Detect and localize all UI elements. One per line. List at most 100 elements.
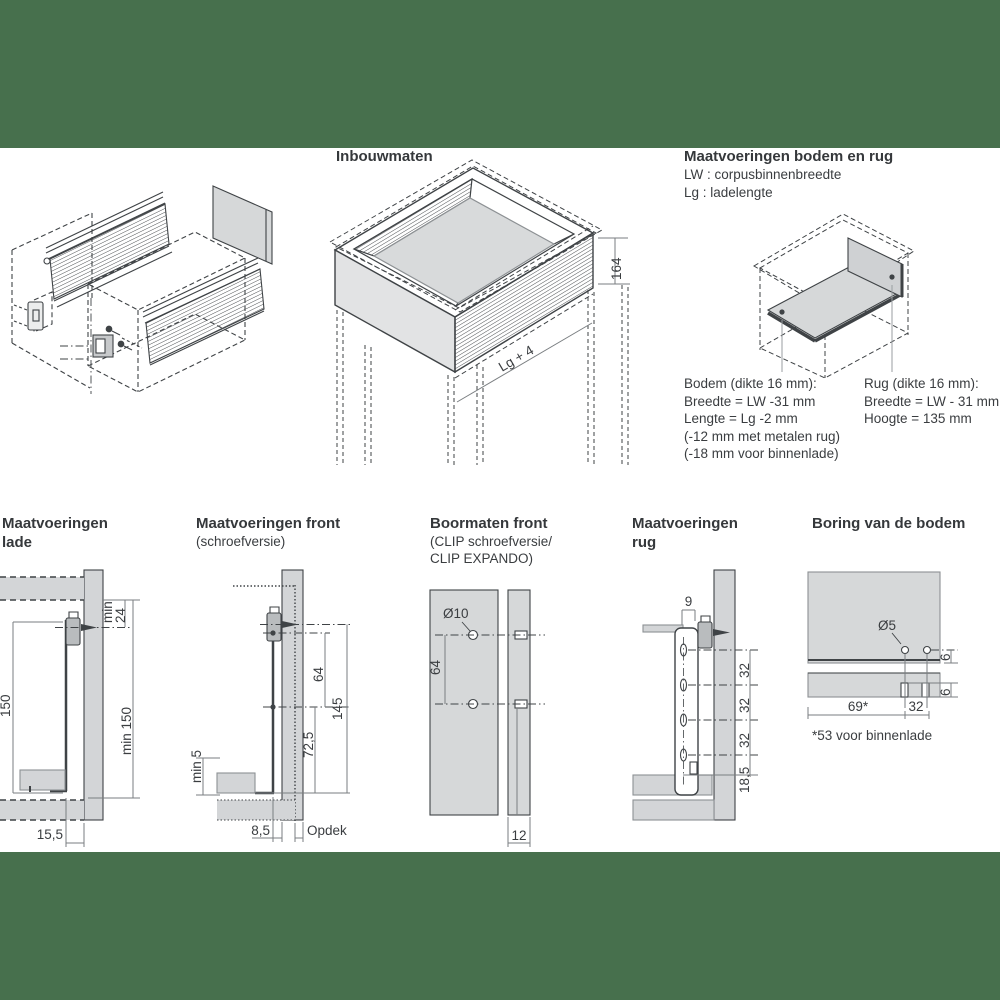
rug-specs: Rug (dikte 16 mm): Breedte = LW - 31 mm …	[864, 375, 999, 428]
dimension-lines	[12, 599, 140, 847]
bodem-line: (-12 mm met metalen rug)	[684, 428, 841, 444]
dim-64: 64	[311, 666, 326, 682]
bottom-banner	[0, 852, 1000, 1000]
dim-72-5: 72,5	[301, 732, 316, 758]
front-subtitle: (schroefversie)	[196, 534, 286, 549]
dim-6-slot: 6	[938, 688, 953, 696]
dim-9: 9	[685, 594, 693, 609]
bodem-specs: Bodem (dikte 16 mm): Breedte = LW -31 mm…	[684, 375, 840, 463]
rug-title-line1: Maatvoeringen	[632, 515, 738, 532]
legend-lw: LW : corpusbinnenbreedte	[684, 167, 842, 182]
bodem-line: Bodem (dikte 16 mm):	[684, 376, 817, 391]
clip-hardware	[60, 298, 143, 394]
bodem-rug-title: Maatvoeringen bodem en rug	[684, 148, 894, 165]
boormaten-title-line: Boormaten front	[430, 515, 548, 532]
boormaten-diagram: Ø10 64 12	[428, 589, 545, 847]
dashed-shelf-bottom	[0, 799, 84, 821]
inbouwmaten-title: Inbouwmaten	[336, 148, 433, 165]
dim-min24-24: 24	[113, 607, 128, 623]
lade-title-line2: lade	[2, 534, 33, 551]
reference-lines	[260, 624, 350, 708]
drill-hole-right	[922, 645, 932, 655]
cabinet-back-panel	[713, 569, 736, 821]
front-panel-face	[429, 589, 499, 816]
front-fixing-bracket	[55, 611, 132, 646]
drawer-side-profile	[216, 615, 295, 821]
front-title: Maatvoeringen front (schroefversie)	[196, 514, 340, 550]
back-panel	[212, 185, 273, 265]
bodem-rug-diagram	[753, 213, 915, 379]
height-dimension	[598, 237, 630, 285]
top-banner	[0, 0, 1000, 148]
reference-lines	[435, 634, 545, 705]
fixing-bracket	[697, 615, 730, 649]
dashed-front-panel	[11, 212, 93, 389]
front-title-line: Maatvoeringen front	[196, 515, 341, 532]
dashed-cabinet-outline	[328, 159, 604, 313]
dim-12: 12	[511, 828, 526, 843]
dim-8-5: 8,5	[251, 823, 270, 838]
dim-150: 150	[0, 694, 13, 717]
front-panel	[281, 569, 304, 821]
leader-lines	[781, 285, 893, 372]
boring-title: Boring van de bodem	[812, 514, 965, 533]
dim-32a: 32	[737, 663, 752, 678]
rug-title-line2: rug	[632, 534, 657, 551]
bodem-line: Breedte = LW -31 mm	[684, 393, 816, 409]
dim-32c: 32	[737, 733, 752, 748]
screw-dot-upper	[270, 630, 276, 636]
bottom-panel-band	[632, 774, 713, 796]
boring-title-line: Boring van de bodem	[812, 515, 966, 532]
bottom-shelf-band	[632, 799, 715, 821]
rug-line: Hoogte = 135 mm	[864, 411, 972, 426]
drawer-side-profile	[19, 620, 68, 793]
dashed-cabinet-sides	[336, 285, 629, 465]
dimension-lines	[681, 609, 751, 775]
front-fixing-bracket	[13, 301, 44, 331]
dim-69: 69*	[848, 699, 869, 714]
front-diagram: 64 145 72,5 min 5 8,5 Opdek	[189, 569, 350, 842]
exploded-drawer-diagram	[11, 185, 273, 394]
hole-leader	[461, 621, 471, 632]
rug-line: Rug (dikte 16 mm):	[864, 376, 979, 391]
boormaten-title: Boormaten front (CLIP schroefversie/ CLI…	[430, 514, 552, 567]
dimension-lines	[196, 624, 350, 842]
bottom-panel	[766, 264, 902, 343]
rug-diagram: 9 32 32 32 18,5	[632, 569, 758, 821]
drawer-body	[333, 167, 595, 379]
bottom-panel-top-view	[807, 571, 941, 664]
bodem-line: Lengte = Lg -2 mm	[684, 411, 798, 426]
boormaten-subtitle2: CLIP EXPANDO)	[430, 551, 534, 566]
lade-title: Maatvoeringen lade	[2, 514, 108, 552]
left-drawer-side-rail	[43, 191, 173, 308]
dim-145: 145	[330, 697, 345, 720]
dim-dia10: Ø10	[443, 606, 469, 621]
dimension-lines	[444, 635, 531, 847]
front-fixing-bracket	[266, 606, 298, 642]
bottom-panel-side-view	[807, 672, 941, 698]
right-drawer-side-rail	[142, 257, 265, 366]
rug-line: Breedte = LW - 31 mm	[864, 393, 1000, 409]
rug-title: Maatvoeringen rug	[632, 514, 738, 552]
depth-dimension-line	[456, 322, 593, 403]
dimension-lines	[807, 650, 958, 719]
inbouwmaten-diagram: 164 Lg + 4	[328, 159, 630, 465]
drill-hole-left	[900, 645, 910, 655]
hole-leader	[891, 632, 902, 645]
boring-diagram: Ø5 6 6 69* 32	[807, 571, 958, 719]
screw-dot-lower	[270, 704, 276, 710]
dim-lg4: Lg + 4	[496, 342, 537, 374]
back-panel	[847, 237, 904, 298]
dim-18-5: 18,5	[737, 767, 752, 793]
dim-min5: min 5	[189, 750, 204, 783]
dim-min150: min 150	[119, 707, 134, 755]
dim-164: 164	[609, 257, 624, 280]
reference-lines	[688, 649, 758, 756]
boormaten-subtitle1: (CLIP schroefversie/	[430, 534, 553, 549]
dim-64: 64	[428, 659, 443, 675]
dim-min24-min: min	[100, 601, 115, 623]
dim-dia5: Ø5	[878, 618, 896, 633]
cabinet-front-panel	[83, 569, 104, 821]
dashed-shelf-top	[0, 576, 84, 601]
back-rail	[674, 627, 699, 796]
